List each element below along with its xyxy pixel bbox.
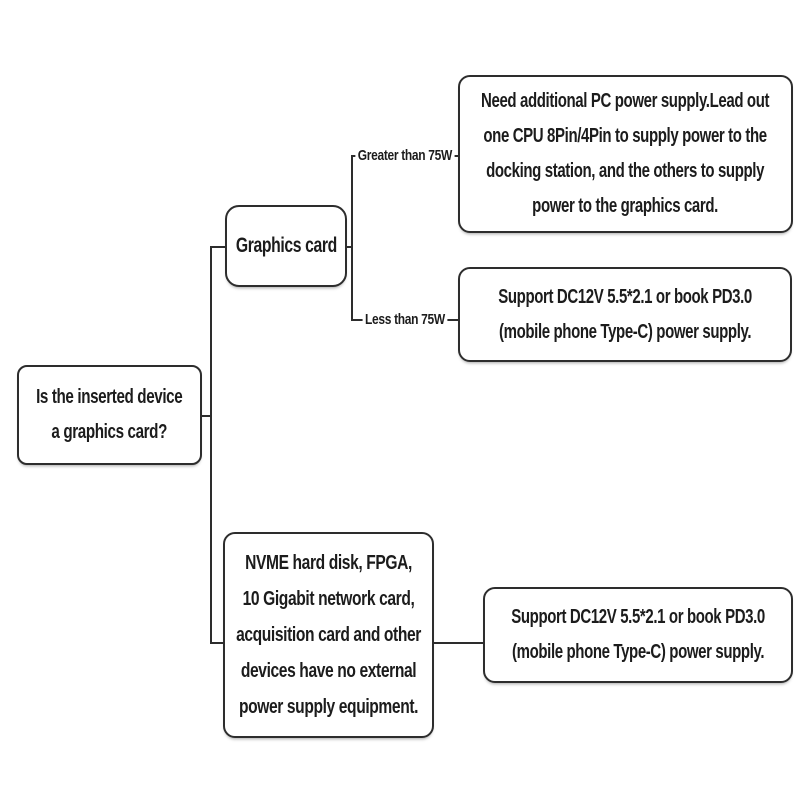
outcome-dc12v-devices-text: Support DC12V 5.5*2.1 or book PD3.0 (mob…	[511, 606, 765, 663]
connector-nvme-to-outcome	[434, 642, 483, 644]
root-question-text: Is the inserted device a graphics card?	[36, 386, 183, 443]
connector-trunk-to-graphics	[210, 246, 227, 248]
connector-trunk-vertical	[210, 246, 212, 644]
edge-label-less-text: Less than 75W	[362, 310, 447, 328]
connector-trunk-to-nvme	[210, 642, 225, 644]
edge-label-less-than-75w: Less than 75W	[351, 307, 458, 331]
connector-branch-vertical	[351, 155, 353, 321]
graphics-card-box: Graphics card	[225, 205, 347, 287]
outcome-pc-power-supply-text: Need additional PC power supply.Lead out…	[481, 90, 770, 217]
outcome-dc12v-graphics-box: Support DC12V 5.5*2.1 or book PD3.0 (mob…	[458, 267, 792, 362]
connector-graphics-right-stub	[347, 246, 353, 248]
outcome-pc-power-supply-box: Need additional PC power supply.Lead out…	[458, 75, 793, 233]
nvme-devices-text: NVME hard disk, FPGA, 10 Gigabit network…	[236, 552, 421, 718]
edge-label-greater-text: Greater than 75W	[354, 146, 455, 164]
outcome-dc12v-graphics-text: Support DC12V 5.5*2.1 or book PD3.0 (mob…	[498, 285, 752, 343]
outcome-dc12v-devices-box: Support DC12V 5.5*2.1 or book PD3.0 (mob…	[483, 587, 793, 683]
nvme-devices-box: NVME hard disk, FPGA, 10 Gigabit network…	[223, 532, 434, 738]
root-question-box: Is the inserted device a graphics card?	[17, 365, 202, 465]
connector-root-stub	[202, 415, 212, 417]
edge-label-greater-than-75w: Greater than 75W	[351, 143, 458, 167]
graphics-card-text: Graphics card	[235, 234, 337, 257]
